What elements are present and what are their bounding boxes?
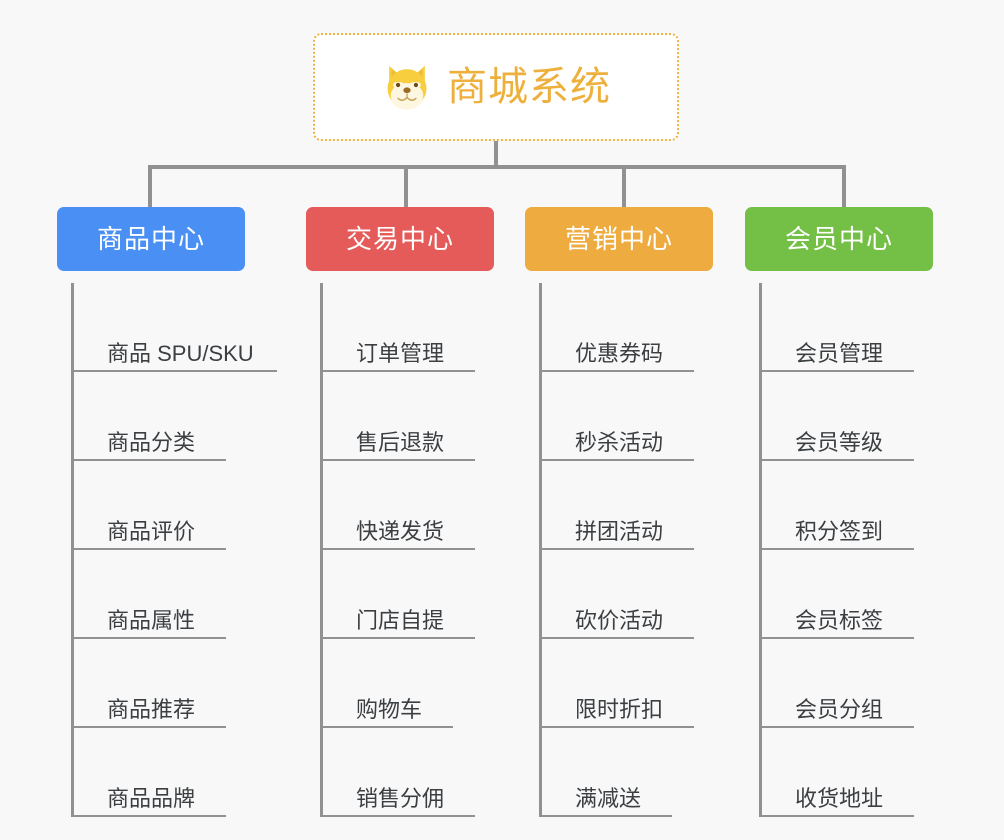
leaf-item-label: 售后退款 (356, 430, 445, 455)
category-column-2: 营销中心优惠券码秒杀活动拼团活动砍价活动限时折扣满减送 (525, 207, 713, 817)
leaf-item-underline (320, 370, 475, 372)
leaf-item[interactable]: 售后退款 (320, 372, 494, 461)
leaf-item[interactable]: 会员等级 (759, 372, 933, 461)
leaf-item-underline (71, 726, 226, 728)
leaf-item-underline (320, 815, 475, 817)
root-title: 商城系统 (447, 65, 611, 109)
connector-drop-0 (148, 165, 152, 209)
leaf-item-underline (539, 815, 672, 817)
leaf-item[interactable]: 商品 SPU/SKU (71, 283, 277, 372)
category-column-0: 商品中心商品 SPU/SKU 商品分类商品评价商品属性商品推荐商品品牌 (57, 207, 277, 817)
leaf-item-label: 商品分类 (107, 430, 196, 455)
leaf-item-underline (320, 726, 453, 728)
leaf-item-underline (759, 548, 914, 550)
leaf-item-label: 会员标签 (795, 608, 884, 633)
leaf-item-underline (539, 548, 694, 550)
leaf-item[interactable]: 拼团活动 (539, 461, 713, 550)
category-header-3[interactable]: 会员中心 (745, 207, 933, 271)
leaf-item-label: 收货地址 (795, 786, 884, 811)
connector-root-stem (494, 141, 498, 168)
leaf-item-label: 销售分佣 (356, 786, 445, 811)
leaf-item-label: 拼团活动 (575, 519, 664, 544)
category-header-2[interactable]: 营销中心 (525, 207, 713, 271)
leaf-item[interactable]: 订单管理 (320, 283, 494, 372)
leaf-list-0: 商品 SPU/SKU 商品分类商品评价商品属性商品推荐商品品牌 (71, 283, 277, 817)
leaf-item-underline (71, 370, 277, 372)
leaf-item[interactable]: 满减送 (539, 728, 713, 817)
leaf-item-underline (320, 459, 475, 461)
leaf-item[interactable]: 快递发货 (320, 461, 494, 550)
leaf-item[interactable]: 商品属性 (71, 550, 245, 639)
leaf-item-underline (71, 459, 226, 461)
leaf-item-label: 满减送 (575, 786, 642, 811)
leaf-item-underline (71, 815, 226, 817)
leaf-item[interactable]: 会员管理 (759, 283, 933, 372)
leaf-item-label: 购物车 (356, 697, 423, 722)
leaf-list-1: 订单管理售后退款快递发货门店自提购物车销售分佣 (320, 283, 494, 817)
leaf-item-label: 商品推荐 (107, 697, 196, 722)
leaf-item-underline (320, 637, 475, 639)
leaf-item-underline (759, 637, 914, 639)
leaf-item-label: 限时折扣 (575, 697, 664, 722)
leaf-item-underline (71, 637, 226, 639)
leaf-item[interactable]: 限时折扣 (539, 639, 713, 728)
leaf-list-3: 会员管理会员等级积分签到会员标签会员分组收货地址 (759, 283, 933, 817)
leaf-item-underline (759, 726, 914, 728)
leaf-item-label: 商品评价 (107, 519, 196, 544)
leaf-item-label: 会员分组 (795, 697, 884, 722)
leaf-item[interactable]: 商品推荐 (71, 639, 245, 728)
leaf-item-label: 会员等级 (795, 430, 884, 455)
leaf-item[interactable]: 购物车 (320, 639, 494, 728)
leaf-item-underline (539, 370, 694, 372)
leaf-item-label: 会员管理 (795, 341, 884, 366)
leaf-item-underline (539, 459, 694, 461)
category-header-0[interactable]: 商品中心 (57, 207, 245, 271)
leaf-list-2: 优惠券码秒杀活动拼团活动砍价活动限时折扣满减送 (539, 283, 713, 817)
leaf-item[interactable]: 商品分类 (71, 372, 245, 461)
leaf-item-label: 砍价活动 (575, 608, 664, 633)
connector-drop-3 (842, 165, 846, 209)
leaf-item-label: 秒杀活动 (575, 430, 664, 455)
leaf-item-label: 优惠券码 (575, 341, 664, 366)
leaf-item[interactable]: 商品评价 (71, 461, 245, 550)
leaf-item-underline (759, 815, 914, 817)
root-node[interactable]: 商城系统 (313, 33, 679, 141)
leaf-item-label: 商品品牌 (107, 786, 196, 811)
leaf-item[interactable]: 会员标签 (759, 550, 933, 639)
leaf-item-underline (759, 370, 914, 372)
leaf-item-underline (759, 459, 914, 461)
leaf-item-label: 门店自提 (356, 608, 445, 633)
leaf-item[interactable]: 会员分组 (759, 639, 933, 728)
leaf-item-underline (71, 548, 226, 550)
leaf-item[interactable]: 积分签到 (759, 461, 933, 550)
leaf-item-label: 订单管理 (356, 341, 445, 366)
connector-drop-2 (622, 165, 626, 209)
leaf-item[interactable]: 门店自提 (320, 550, 494, 639)
leaf-item[interactable]: 收货地址 (759, 728, 933, 817)
leaf-item[interactable]: 砍价活动 (539, 550, 713, 639)
category-column-3: 会员中心会员管理会员等级积分签到会员标签会员分组收货地址 (745, 207, 933, 817)
leaf-item-label: 商品 SPU/SKU (107, 341, 254, 366)
connector-drop-1 (404, 165, 408, 209)
connector-horizontal-bus (148, 165, 844, 169)
leaf-item-label: 快递发货 (356, 519, 445, 544)
leaf-item-underline (539, 726, 694, 728)
leaf-item[interactable]: 优惠券码 (539, 283, 713, 372)
leaf-item-label: 积分签到 (795, 519, 884, 544)
leaf-item[interactable]: 商品品牌 (71, 728, 245, 817)
leaf-item-label: 商品属性 (107, 608, 196, 633)
category-column-1: 交易中心订单管理售后退款快递发货门店自提购物车销售分佣 (306, 207, 494, 817)
leaf-item[interactable]: 秒杀活动 (539, 372, 713, 461)
leaf-item[interactable]: 销售分佣 (320, 728, 494, 817)
leaf-item-underline (539, 637, 694, 639)
category-header-1[interactable]: 交易中心 (306, 207, 494, 271)
shiba-inu-icon (381, 61, 433, 113)
leaf-item-underline (320, 548, 475, 550)
